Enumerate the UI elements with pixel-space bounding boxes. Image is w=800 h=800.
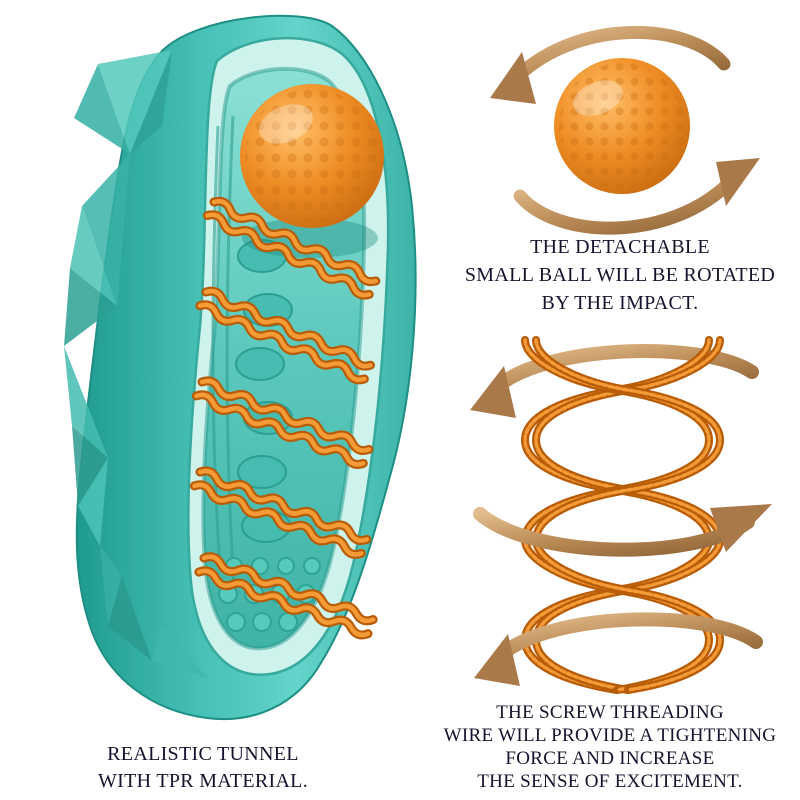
caption-ball-line-2: SMALL BALL WILL BE ROTATED: [464, 264, 776, 286]
callout-ball: [554, 58, 690, 194]
caption-tunnel-line-1: REALISTIC TUNNEL: [107, 743, 299, 765]
caption-helix-line-1: THE SCREW THREADING: [496, 702, 724, 723]
inner-ridges: [211, 115, 236, 587]
device-ball: [240, 84, 384, 228]
winding-arrow-top-icon: [470, 344, 759, 418]
caption-helix-line-3: FORCE AND INCREASE: [505, 748, 715, 769]
helix-figure: [470, 332, 772, 694]
winding-arrow-middle-icon: [473, 504, 772, 557]
caption-tunnel-line-2: WITH TPR MATERIAL.: [97, 770, 309, 792]
rotation-arrow-bottom-icon: [513, 158, 760, 235]
winding-arrow-bottom-icon: [474, 612, 763, 686]
caption-tunnel: REALISTIC TUNNEL WITH TPR MATERIAL.: [38, 741, 368, 795]
ball-rotation-figure: [490, 26, 760, 235]
rotation-arrow-top-icon: [490, 26, 731, 104]
caption-helix-line-2: WIRE WILL PROVIDE A TIGHTENING: [443, 725, 777, 746]
caption-ball-line-1: THE DETACHABLE: [530, 236, 710, 258]
caption-helix: THE SCREW THREADING WIRE WILL PROVIDE A …: [423, 701, 797, 793]
caption-ball: THE DETACHABLE SMALL BALL WILL BE ROTATE…: [445, 233, 795, 317]
device-cutaway-figure: [64, 14, 417, 721]
caption-helix-line-4: THE SENSE OF EXCITEMENT.: [477, 771, 743, 792]
caption-ball-line-3: BY THE IMPACT.: [541, 292, 699, 314]
facet-pattern: [64, 50, 208, 678]
